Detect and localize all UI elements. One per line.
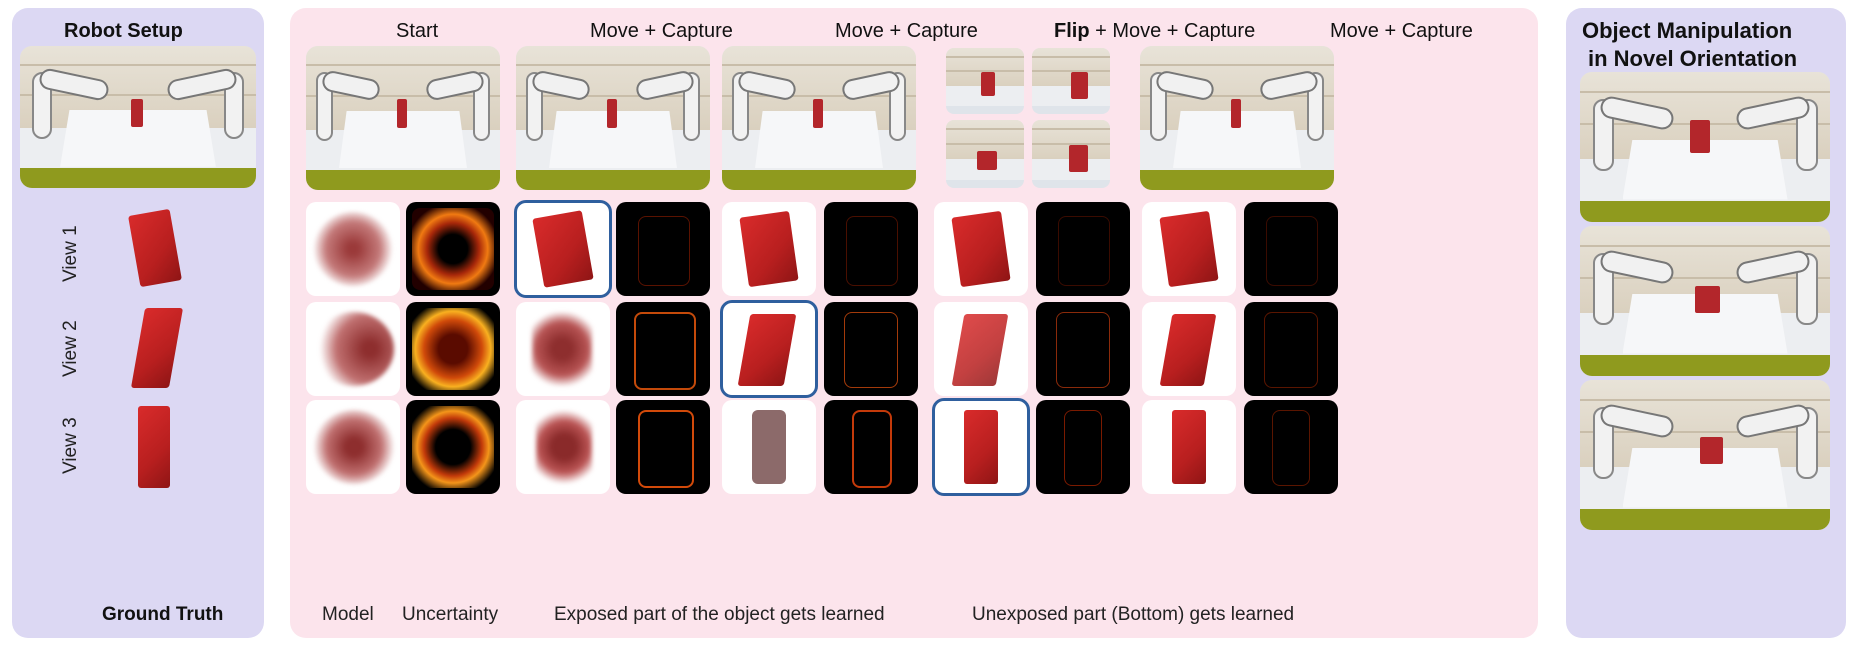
right-title-line-1: Object Manipulation: [1582, 18, 1793, 43]
column-title-move-capture-3: Move + Capture: [1330, 20, 1473, 42]
view-3-label: View 3: [60, 417, 81, 474]
unexposed-caption: Unexposed part (Bottom) gets learned: [972, 604, 1295, 625]
manipulation-scene-1: [1580, 72, 1830, 222]
model-start-view-3: [306, 400, 400, 494]
selected-view-highlight-2: [720, 300, 818, 398]
flip-rest: + Move + Capture: [1089, 20, 1256, 42]
right-title-line-2: in Novel Orientation: [1588, 46, 1798, 71]
model-mc3-view-2: [1142, 302, 1236, 396]
scene-move-capture-1: [516, 46, 710, 190]
column-title-move-capture-1: Move + Capture: [590, 20, 733, 42]
ground-truth-label: Ground Truth: [102, 604, 224, 625]
uncertainty-start-view-2: [406, 302, 500, 396]
model-start-view-1: [306, 202, 400, 296]
scene-flip-4: [1032, 120, 1110, 188]
flip-word: Flip: [1054, 20, 1090, 42]
manipulation-scene-3: [1580, 380, 1830, 530]
uncertainty-flip-view-1: [1036, 202, 1130, 296]
column-title-start: Start: [396, 20, 439, 42]
model-mc3-view-3: [1142, 400, 1236, 494]
robot-setup-panel: Robot Setup View 1 View 2 View 3 Ground …: [12, 8, 264, 638]
model-flip-view-3: [934, 400, 1028, 494]
view-1-label: View 1: [60, 225, 81, 282]
model-mc1-view-1: [516, 202, 610, 296]
uncertainty-mc1-view-3: [616, 400, 710, 494]
ground-truth-view-1: [128, 208, 182, 288]
ground-truth-view-3: [138, 406, 170, 488]
uncertainty-start-view-1: [406, 202, 500, 296]
uncertainty-mc1-view-1: [616, 202, 710, 296]
ground-truth-view-2: [130, 308, 184, 388]
model-mc1-view-2: [516, 302, 610, 396]
model-caption: Model: [322, 604, 374, 625]
learning-progress-panel: Start Move + Capture Move + Capture Flip…: [290, 8, 1538, 638]
uncertainty-mc2-view-3: [824, 400, 918, 494]
scene-move-capture-3: [1140, 46, 1334, 190]
robot-scene-image: [20, 46, 256, 188]
selected-view-highlight-3: [932, 398, 1030, 496]
scene-flip-1: [946, 48, 1024, 114]
model-mc2-view-2: [722, 302, 816, 396]
column-title-flip: Flip + Move + Capture: [1054, 20, 1255, 43]
model-flip-view-1: [934, 202, 1028, 296]
view-2-label: View 2: [60, 320, 81, 377]
model-mc2-view-3: [722, 400, 816, 494]
uncertainty-flip-view-3: [1036, 400, 1130, 494]
uncertainty-flip-view-2: [1036, 302, 1130, 396]
model-flip-view-2: [934, 302, 1028, 396]
model-mc1-view-3: [516, 400, 610, 494]
uncertainty-mc1-view-2: [616, 302, 710, 396]
scene-flip-3: [946, 120, 1024, 188]
model-start-view-2: [306, 302, 400, 396]
column-title-move-capture-2: Move + Capture: [835, 20, 978, 42]
manipulation-scene-2: [1580, 226, 1830, 376]
uncertainty-caption: Uncertainty: [402, 604, 499, 625]
scene-start: [306, 46, 500, 190]
scene-flip-2: [1032, 48, 1110, 114]
uncertainty-mc2-view-2: [824, 302, 918, 396]
scene-move-capture-2: [722, 46, 916, 190]
robot-setup-title: Robot Setup: [64, 20, 183, 42]
uncertainty-mc3-view-2: [1244, 302, 1338, 396]
model-mc2-view-1: [722, 202, 816, 296]
exposed-caption: Exposed part of the object gets learned: [554, 604, 885, 625]
novel-orientation-panel: Object Manipulation in Novel Orientation: [1566, 8, 1846, 638]
uncertainty-mc2-view-1: [824, 202, 918, 296]
uncertainty-start-view-3: [406, 400, 500, 494]
uncertainty-mc3-view-3: [1244, 400, 1338, 494]
uncertainty-mc3-view-1: [1244, 202, 1338, 296]
model-mc3-view-1: [1142, 202, 1236, 296]
selected-view-highlight-1: [514, 200, 612, 298]
